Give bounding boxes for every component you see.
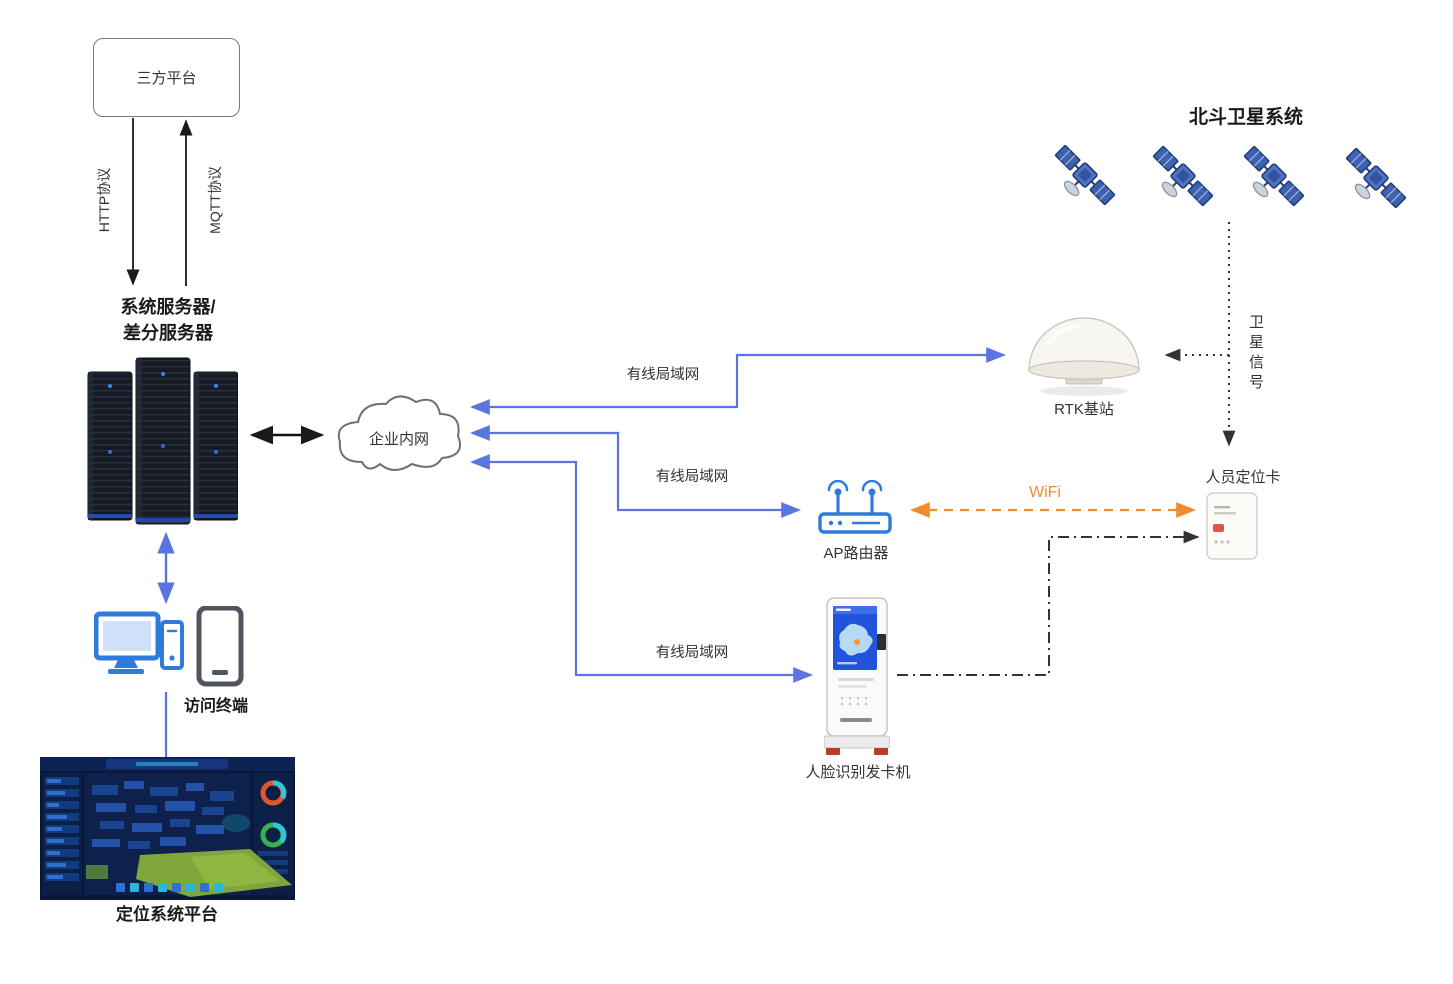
intranet-cloud-label: 企业内网 — [368, 430, 429, 448]
lan-line-rtk — [470, 347, 1006, 415]
server-label-line1: 系统服务器/ — [120, 297, 216, 317]
satellite-signal-label: 卫星信号 — [1247, 314, 1264, 394]
lan-label-face: 有线局域网 — [655, 645, 729, 661]
wifi-label: WiFi — [1029, 484, 1061, 501]
satellite-icon — [1049, 139, 1121, 211]
rtk-station-icon — [1016, 306, 1152, 398]
satellite-icon — [1147, 140, 1219, 212]
locator-card-icon — [1206, 492, 1258, 560]
platform-screenshot — [40, 757, 295, 900]
satellite-icon — [1238, 140, 1310, 212]
satellite-icon — [1340, 142, 1412, 214]
beidou-title: 北斗卫星系统 — [1188, 107, 1303, 128]
face-card-line — [897, 530, 1200, 676]
locator-card-label: 人员定位卡 — [1205, 469, 1281, 486]
lan-label-rtk: 有线局域网 — [626, 367, 700, 383]
cloud-icon — [337, 395, 461, 471]
lan-label-ap: 有线局域网 — [655, 469, 729, 485]
terminal-label: 访问终端 — [183, 698, 248, 715]
platform-label: 定位系统平台 — [116, 905, 218, 924]
third-party-platform-label: 三方平台 — [136, 70, 197, 87]
lan-line-ap — [470, 425, 801, 518]
server-rack-icon — [86, 356, 239, 526]
third-party-platform-node: 三方平台 — [93, 38, 240, 117]
ap-router-icon — [812, 479, 900, 538]
server-label-line2: 差分服务器 — [123, 323, 213, 343]
mqtt-protocol-label: MQTT协议 — [207, 166, 223, 234]
server-label: 系统服务器/ 差分服务器 — [70, 294, 266, 346]
terminal-icon — [93, 605, 244, 691]
face-machine-icon — [823, 596, 891, 756]
rtk-station-label: RTK基站 — [1054, 401, 1114, 418]
ap-router-label: AP路由器 — [823, 545, 889, 562]
intranet-cloud-node: 企业内网 — [328, 380, 470, 492]
http-protocol-label: HTTP协议 — [96, 167, 112, 233]
face-machine-label: 人脸识别发卡机 — [805, 764, 911, 781]
